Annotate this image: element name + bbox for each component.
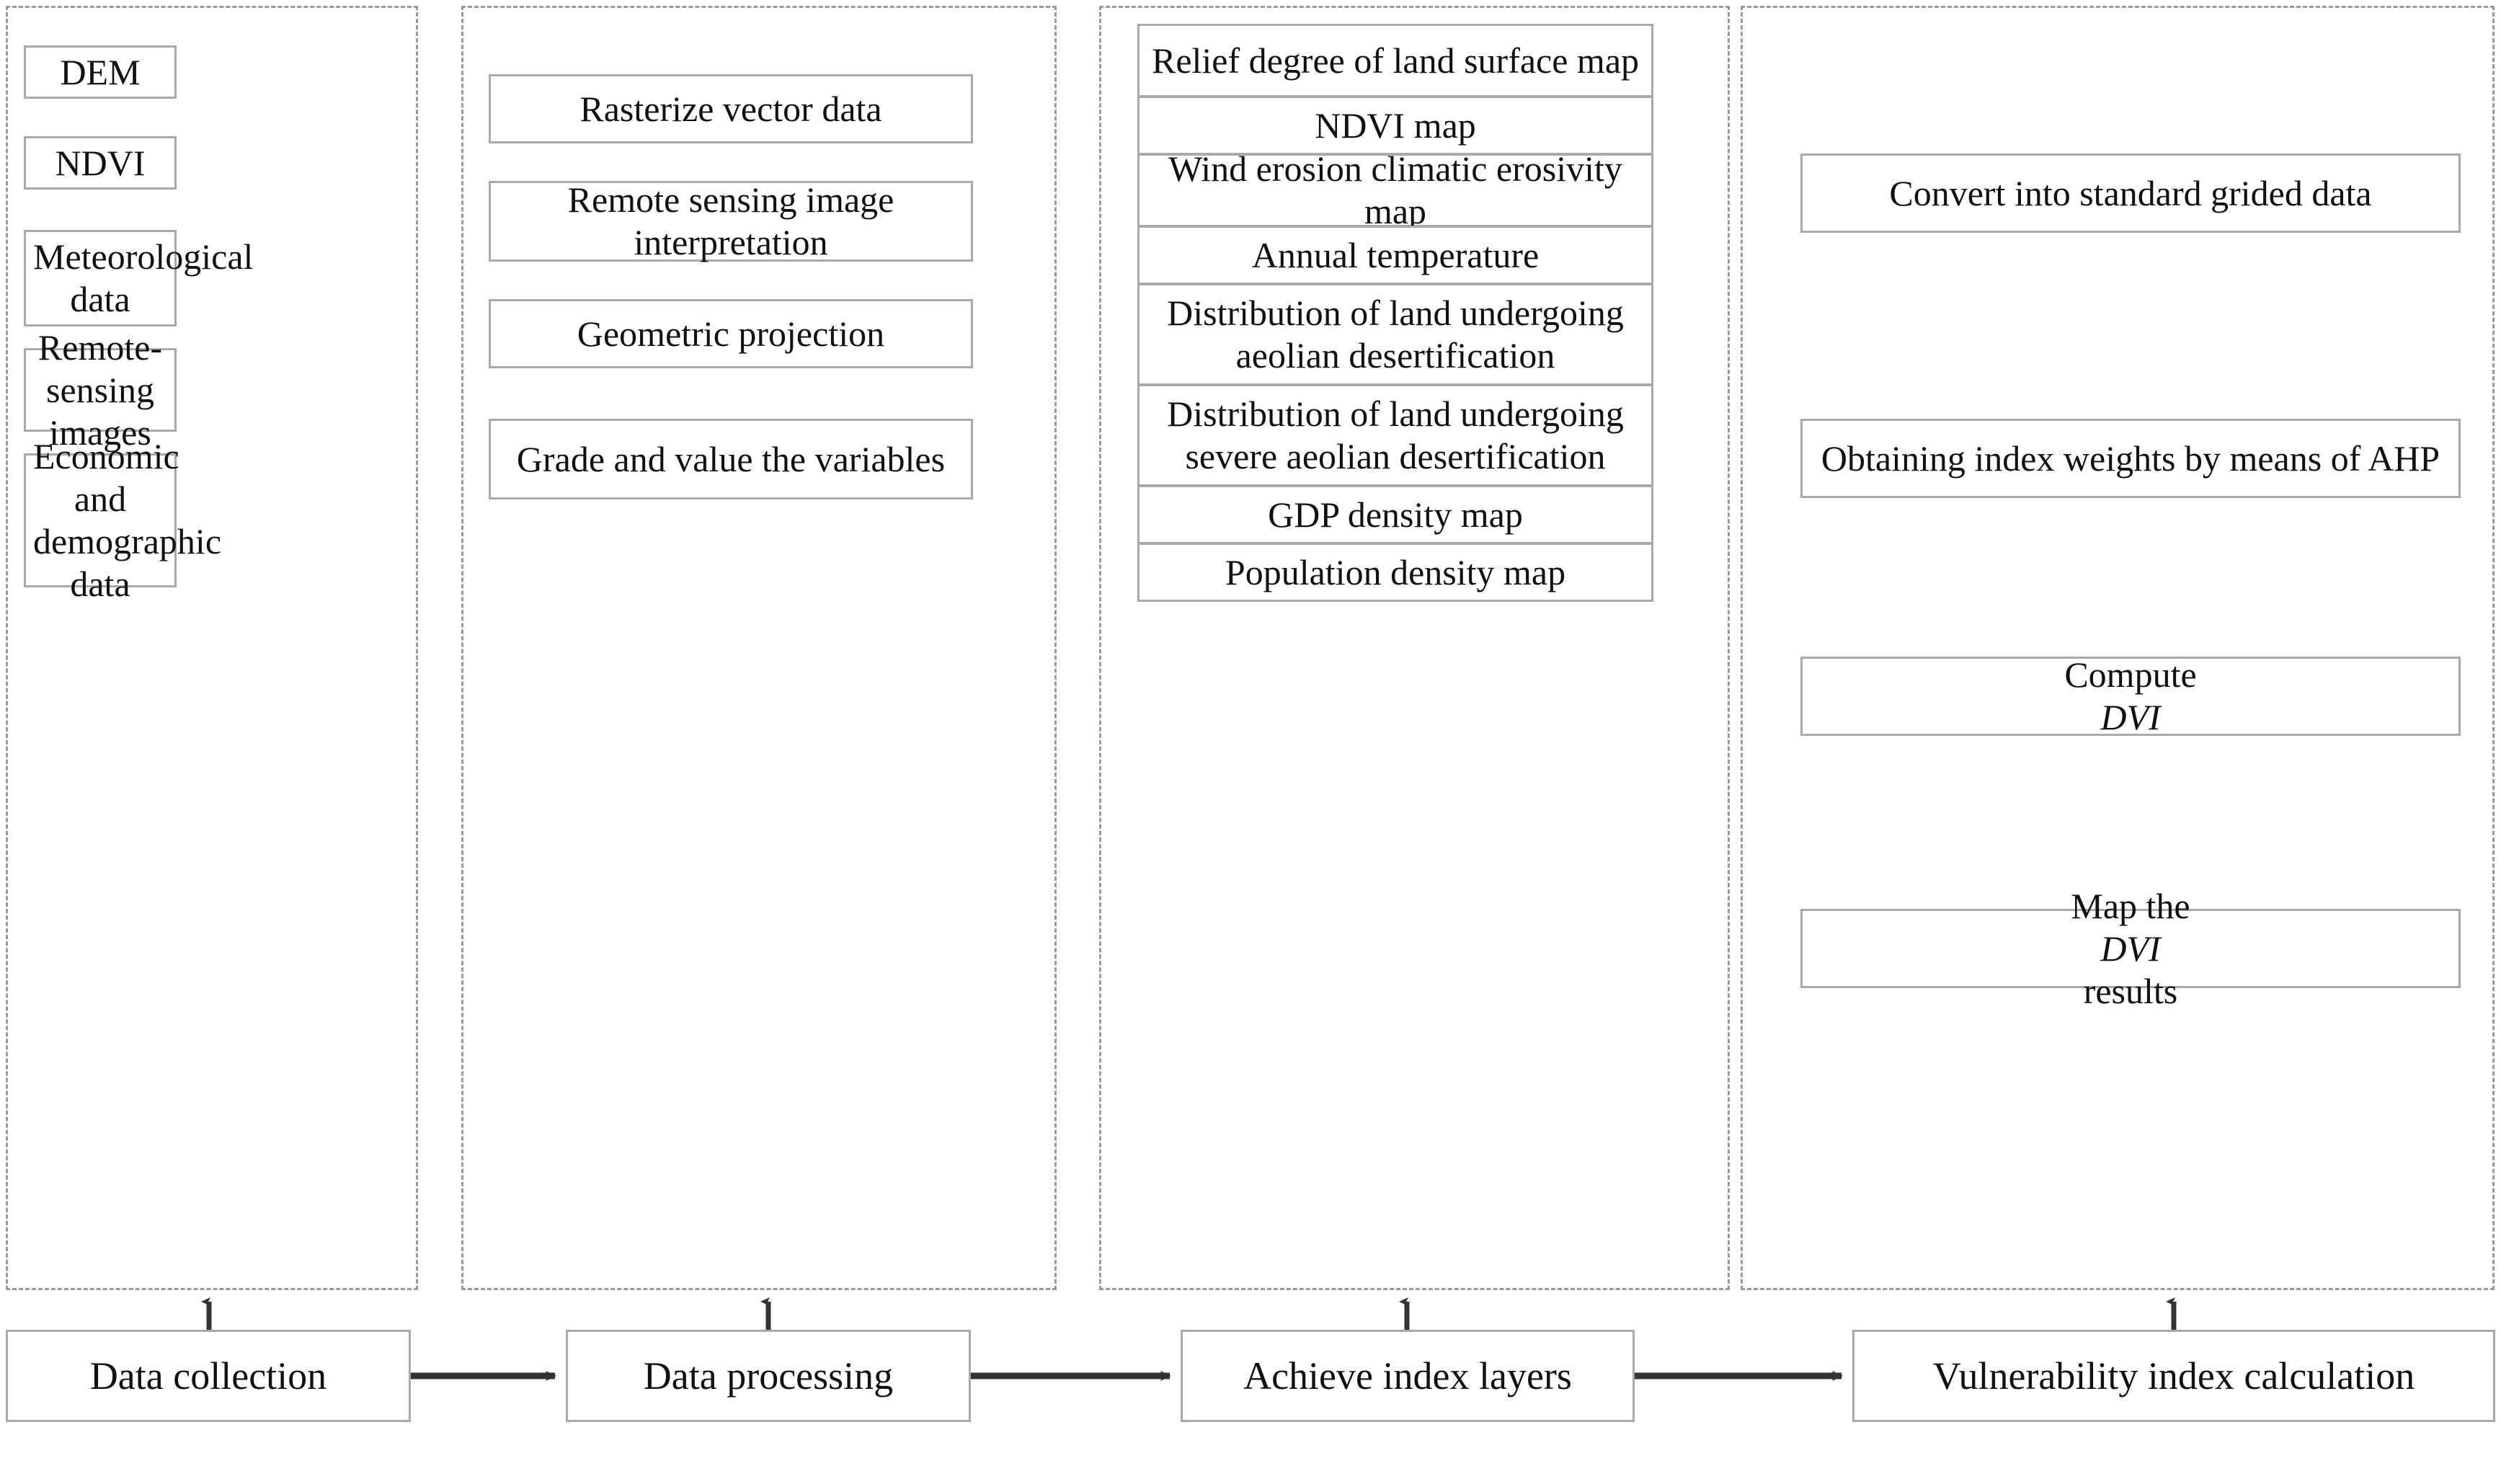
node-ndvi[interactable]: NDVI bbox=[24, 136, 177, 190]
node-remote-sensing-image-interpretation[interactable]: Remote sensing image interpretation bbox=[489, 179, 973, 262]
group-vulnerability-index-calculation: Convert into standard grided data Obtain… bbox=[1741, 6, 2495, 1290]
node-label: Compute DVI bbox=[2064, 654, 2197, 737]
node-label: Rasterize vector data bbox=[579, 88, 882, 129]
node-dem[interactable]: DEM bbox=[24, 45, 177, 99]
node-relief-degree-land-surface-map[interactable]: Relief degree of land surface map bbox=[1137, 24, 1653, 97]
node-compute-dvi[interactable]: Compute DVI bbox=[1800, 654, 2461, 737]
node-label: Convert into standard grided data bbox=[1889, 172, 2372, 213]
node-wind-erosion-climatic-erosivity-map[interactable]: Wind erosion climatic erosivity map bbox=[1137, 148, 1653, 231]
node-label: GDP density map bbox=[1268, 494, 1523, 535]
node-label: Wind erosion climatic erosivity map bbox=[1168, 148, 1622, 231]
stage-box-data-processing[interactable]: Data processing bbox=[566, 1330, 971, 1422]
stage-box-achieve-index-layers[interactable]: Achieve index layers bbox=[1181, 1330, 1635, 1422]
node-rasterize-vector-data[interactable]: Rasterize vector data bbox=[489, 74, 973, 143]
node-label: Distribution of land undergoing severe a… bbox=[1167, 394, 1624, 476]
stage-box-label: Data processing bbox=[643, 1354, 894, 1398]
node-obtaining-index-weights-ahp[interactable]: Obtaining index weights by means of AHP bbox=[1800, 419, 2461, 498]
group-data-processing: Rasterize vector data Remote sensing ima… bbox=[461, 6, 1057, 1290]
node-label: NDVI bbox=[55, 142, 146, 183]
node-remote-sensing-images[interactable]: Remote-sensing images bbox=[24, 327, 177, 453]
node-label: Obtaining index weights by means of AHP bbox=[1821, 437, 2440, 479]
node-map-dvi-results[interactable]: Map the DVI results bbox=[1800, 886, 2461, 1011]
stage-box-label: Achieve index layers bbox=[1243, 1354, 1572, 1398]
stage-box-vulnerability-index-calculation[interactable]: Vulnerability index calculation bbox=[1852, 1330, 2495, 1422]
node-gdp-density-map[interactable]: GDP density map bbox=[1137, 485, 1653, 544]
node-label: Remote sensing image interpretation bbox=[567, 179, 894, 262]
node-convert-standard-grided-data[interactable]: Convert into standard grided data bbox=[1800, 154, 2461, 233]
node-economic-demographic-data[interactable]: Economic and demographic data bbox=[24, 436, 221, 604]
stage-box-label: Data collection bbox=[89, 1354, 327, 1398]
node-annual-temperature[interactable]: Annual temperature bbox=[1137, 226, 1653, 285]
node-label: Annual temperature bbox=[1251, 234, 1540, 275]
node-label: Economic and demographic data bbox=[33, 436, 222, 604]
stage-box-label: Vulnerability index calculation bbox=[1932, 1354, 2415, 1398]
node-distribution-aeolian-desertification[interactable]: Distribution of land undergoing aeolian … bbox=[1137, 283, 1653, 386]
node-label: Grade and value the variables bbox=[516, 438, 946, 479]
node-geometric-projection[interactable]: Geometric projection bbox=[489, 299, 973, 368]
node-label: DEM bbox=[60, 51, 141, 92]
node-label: Population density map bbox=[1225, 551, 1566, 592]
node-label: Geometric projection bbox=[577, 313, 885, 354]
node-label: NDVI map bbox=[1315, 105, 1476, 146]
node-label: Distribution of land undergoing aeolian … bbox=[1167, 293, 1624, 376]
node-ndvi-map[interactable]: NDVI map bbox=[1137, 96, 1653, 155]
node-label: Remote-sensing images bbox=[37, 326, 163, 453]
node-meteorological-data[interactable]: Meteorological data bbox=[24, 230, 254, 326]
group-data-collection: DEM NDVI Meteorological data Remote-sens… bbox=[6, 6, 418, 1290]
node-grade-and-value-variables[interactable]: Grade and value the variables bbox=[489, 419, 973, 499]
node-label: Map the DVI results bbox=[2071, 885, 2190, 1011]
node-population-density-map[interactable]: Population density map bbox=[1137, 543, 1653, 602]
node-label: Relief degree of land surface map bbox=[1151, 40, 1640, 81]
group-achieve-index-layers: Relief degree of land surface map NDVI m… bbox=[1099, 6, 1730, 1290]
node-distribution-severe-aeolian-desertification[interactable]: Distribution of land undergoing severe a… bbox=[1137, 384, 1653, 486]
stage-box-data-collection[interactable]: Data collection bbox=[6, 1330, 411, 1422]
node-label: Meteorological data bbox=[33, 236, 254, 319]
